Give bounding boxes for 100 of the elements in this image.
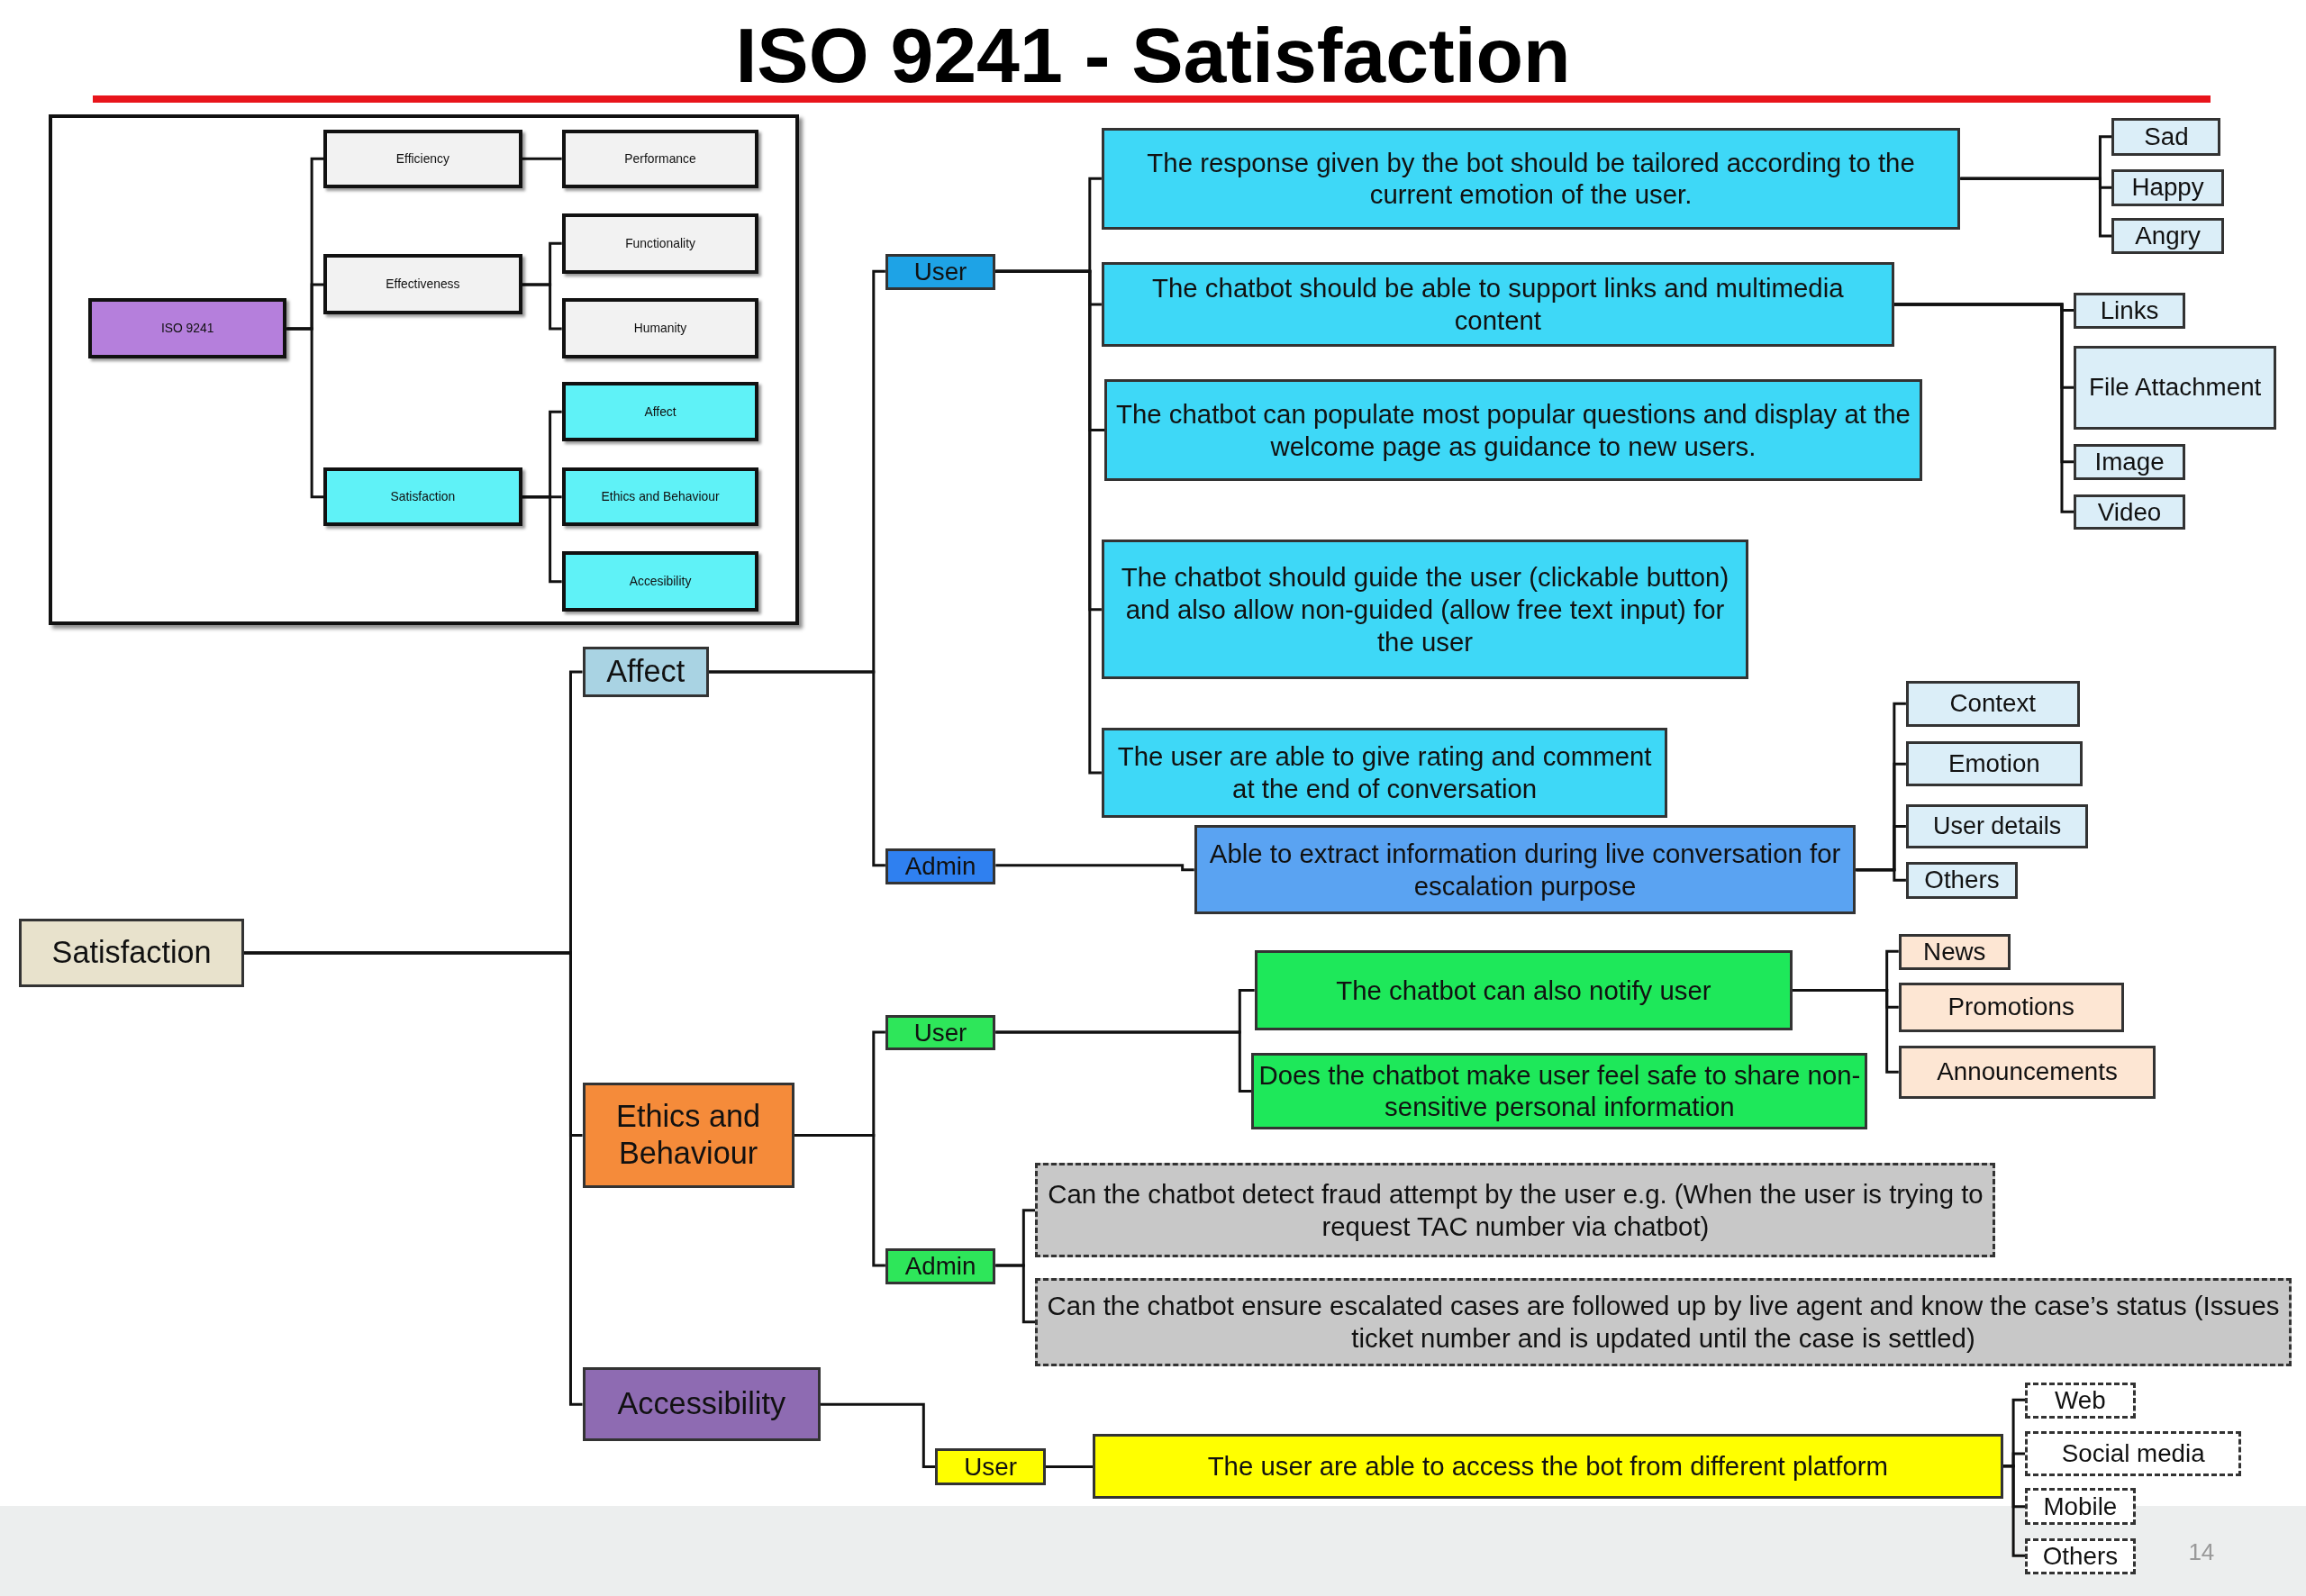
box-label: Emotion [1947,748,2040,780]
box-label: Performance [624,150,696,167]
box-label: Others [2042,1540,2118,1572]
connector-line [1793,989,1899,1074]
box-label: Accesibility [629,574,692,590]
box-label: Can the chatbot detect fraud attempt by the user e.g. (When the user is trying to request TAC number via chatbot) [1047,1177,1984,1243]
category-box [1251,1052,1868,1129]
box-label: Accessibility [617,1385,786,1423]
box-label: Ethics and Behaviour [615,1097,762,1173]
connector-line [708,670,885,867]
box-label: Affect [606,653,685,691]
box-label: Announcements [1937,1056,2118,1088]
category-box [1101,128,1961,230]
category-box [1898,1045,2156,1099]
category-box [1905,861,2018,899]
dashed-box [2025,1382,2136,1419]
category-box [1905,680,2080,727]
connector-line [794,1133,885,1267]
tree-box [561,551,759,612]
box-label: Links [2100,295,2159,326]
box-label: Can the chatbot ensure escalated cases are followed up by live agent and know the case’s status (Issues ticket number and is updated until the case is settled) [1046,1289,2281,1355]
connector-line [1856,868,1906,882]
box-label: User [964,1451,1017,1483]
box-label: Affect [644,404,676,420]
tree-box [561,298,759,359]
tree-box [561,382,759,441]
category-box [1898,982,2124,1033]
tree-box [323,467,522,527]
category-box [935,1448,1046,1485]
box-label: News [1923,936,1986,967]
box-label: Functionality [625,235,695,251]
box-label: Satisfaction [51,934,212,972]
category-box [2111,217,2224,255]
category-box [19,919,244,987]
box-label: ISO 9241 [160,321,214,337]
category-box [1104,379,1922,481]
box-label: Happy [2131,172,2204,204]
dashed-box [2025,1488,2136,1526]
box-label: Able to extract information during live conversation for escalation purpose [1208,837,1842,902]
box-label: Video [2097,496,2162,528]
category-box [1194,824,1857,915]
connector-line [522,283,562,331]
connector-line [1045,1465,1094,1469]
category-box [582,647,709,697]
box-label: The chatbot can also notify user [1336,974,1711,1007]
box-label: Context [1949,688,2037,720]
tree-box [323,129,522,188]
category-box [582,1367,821,1441]
connector-line [1893,303,2074,513]
box-label: File Attachment [2089,372,2262,404]
box-label: Ethics and Behaviour [601,489,720,505]
tree-box [561,129,759,188]
box-label: User [913,1017,967,1048]
connector-line [244,951,583,1406]
category-box [1093,1433,2003,1499]
box-label: Efficiency [395,150,449,167]
box-label: The user are able to access the bot from different platform [1207,1449,1889,1483]
category-box [885,1014,996,1051]
connector-line [522,495,562,584]
box-label: Satisfaction [390,489,456,505]
category-box [582,1082,794,1189]
box-label: Image [2094,447,2165,477]
connector-line [286,327,324,499]
tree-box [561,467,759,527]
category-box [2074,444,2186,480]
box-label: Admin [904,851,976,882]
connector-line [995,1264,1036,1324]
box-label: Effectiveness [386,277,460,293]
connector-line [995,1030,1252,1093]
category-box [2111,168,2224,206]
box-label: The chatbot should guide the user (clickable button) and also allow non-guided (allow free text input) for the user [1120,560,1730,658]
category-box [885,848,996,884]
connector-line [522,157,562,160]
connector-line [2002,1465,2026,1557]
box-label: Admin [904,1251,976,1282]
category-box [1905,740,2083,787]
dashed-box [2025,1430,2242,1477]
box-label: Promotions [1947,992,2074,1023]
connector-line [1960,177,2112,238]
box-label: Mobile [2043,1491,2118,1522]
category-box [2111,117,2221,157]
category-box [1898,933,2011,970]
box-label: Angry [2135,221,2201,251]
box-label: Others [1924,865,2000,896]
box-label: Humanity [633,321,687,337]
category-box [1254,949,1793,1031]
category-box [1101,540,1749,680]
box-label: Social media [2061,1437,2205,1469]
category-box [885,1248,996,1284]
category-box [2074,345,2277,430]
tree-box [87,298,287,359]
category-box [1101,261,1894,348]
box-label: User details [1933,812,2062,841]
connector-line [995,864,1194,872]
page-number: 14 [2188,1537,2215,1566]
box-label: The user are able to give rating and comment at the end of conversation [1116,740,1653,805]
category-box [2074,494,2186,530]
box-label: Web [2055,1384,2106,1416]
connector-line [821,1402,936,1469]
category-box [1101,728,1668,818]
